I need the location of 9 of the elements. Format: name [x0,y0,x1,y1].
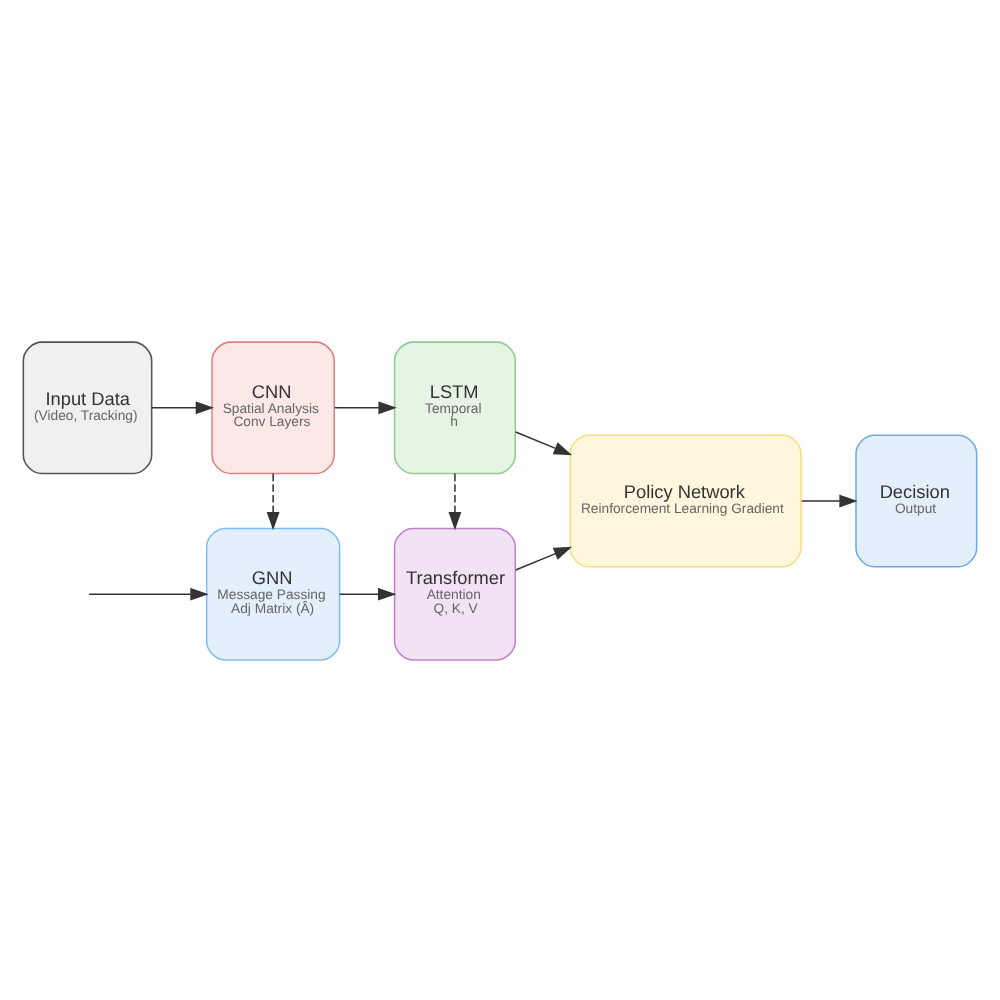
arrow [338,586,397,600]
arrow [514,430,573,455]
arrow [514,545,573,570]
arrow [266,471,280,530]
arrow [151,400,215,414]
arrow [800,493,858,507]
arrow [88,586,209,600]
arrow [333,400,397,414]
arrow [448,471,462,530]
